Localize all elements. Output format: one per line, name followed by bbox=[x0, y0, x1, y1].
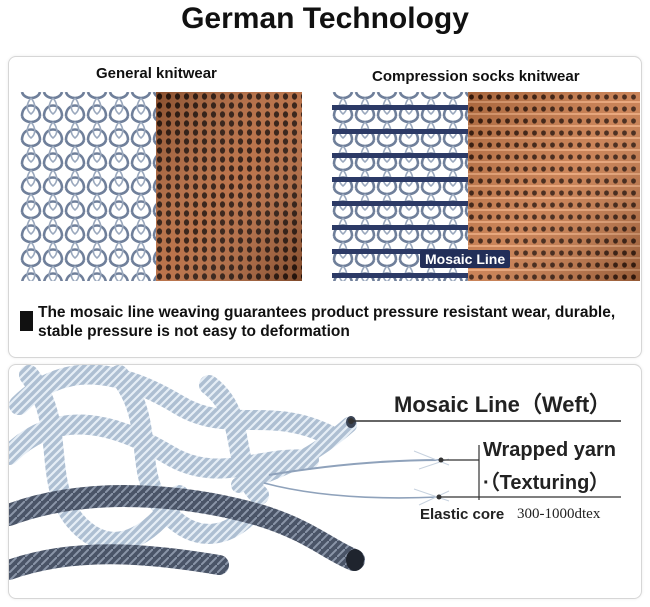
compression-knitwear-image bbox=[332, 92, 640, 281]
general-knitwear-image bbox=[20, 92, 302, 281]
page-title: German Technology bbox=[181, 2, 469, 35]
bullet-square-icon bbox=[20, 311, 33, 331]
description-text: The mosaic line weaving guarantees produ… bbox=[38, 304, 616, 340]
general-knitwear-caption: General knitwear bbox=[96, 65, 217, 82]
texturing-label: ·（Texturing） bbox=[483, 472, 610, 494]
dtex-range-label: 300-1000dtex bbox=[517, 506, 601, 522]
elastic-core-label: Elastic core bbox=[420, 506, 505, 523]
mosaic-line-weft-label: Mosaic Line（Weft） bbox=[394, 392, 612, 417]
wrapped-yarn-label: Wrapped yarn bbox=[483, 439, 616, 461]
compression-knitwear-caption: Compression socks knitwear bbox=[372, 68, 580, 85]
yarn-structure-illustration bbox=[9, 365, 621, 580]
mosaic-line-badge: Mosaic Line bbox=[420, 250, 511, 268]
